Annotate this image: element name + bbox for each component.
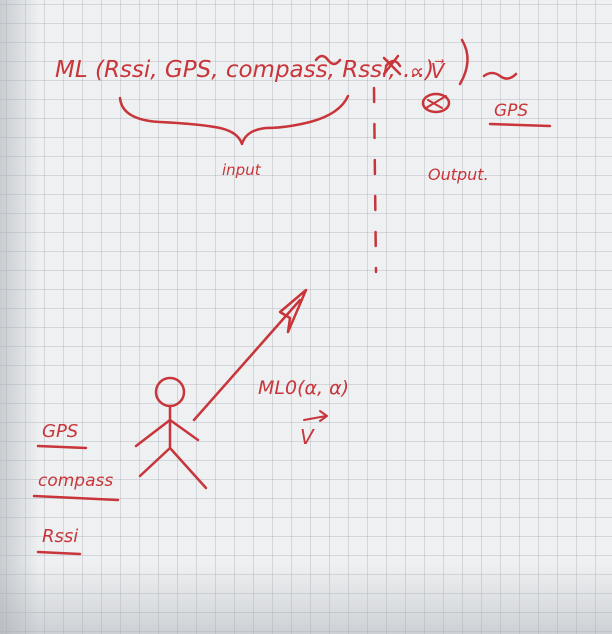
arrow-head [278,288,308,334]
person-left-leg [138,446,172,478]
person-head [154,376,186,408]
sensor-gps: GPS [42,421,78,442]
divider-dashed-line [372,86,378,274]
bottom-shadow [0,564,612,634]
vector-arrow-bar [303,415,327,421]
output-gps-underline [488,122,552,128]
sensor-compass: compass [38,471,113,491]
person-right-arm [168,418,200,442]
sensor-compass-underline [32,494,120,502]
direction-arrow [192,298,302,422]
crossed-gps-scribble [482,71,518,80]
vector-arrow-tip [319,410,328,422]
left-shadow [0,0,40,634]
formula-text: ML (Rssi, GPS, compass, Rssi, ...) [55,57,434,83]
sensor-rssi: Rssi [42,526,78,547]
input-brace [118,94,350,146]
sensor-gps-underline [36,444,88,450]
formula-tail-text: ∝ V⃗ [410,58,446,83]
circle-scribble [425,95,447,109]
output-gps: GPS [494,101,528,121]
output-label: Output. [428,165,489,184]
person-right-leg [168,446,208,490]
input-label: input [222,161,262,179]
crossed-out-scribble [314,54,342,66]
vector-symbol: V [300,425,315,449]
closing-paren [458,38,469,86]
scribbled-circle [421,92,451,114]
vector-label: ML0(α, α) [258,377,349,399]
crossed-out-scribble-2 [382,54,402,76]
person-left-arm [134,418,172,448]
sensor-rssi-underline [36,550,82,556]
